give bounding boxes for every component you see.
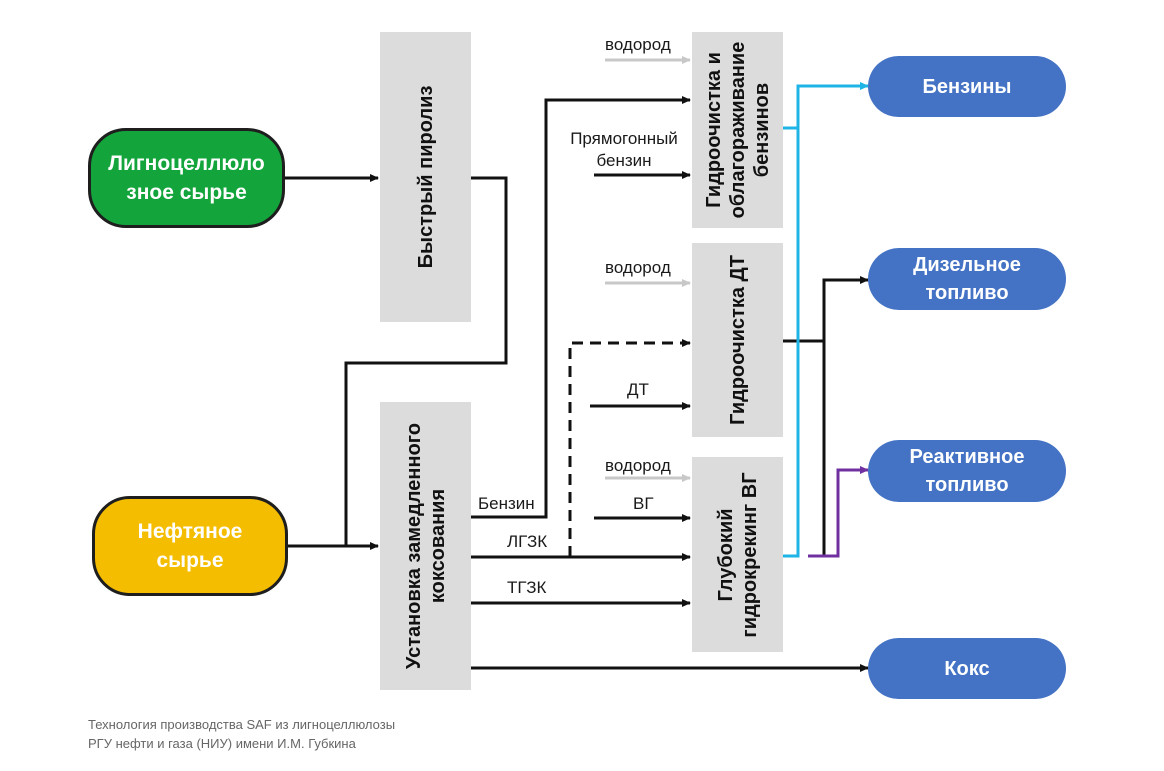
diesel-hydro-block: Гидроочистка ДТ	[692, 243, 783, 437]
dt-label: ДТ	[627, 380, 649, 399]
benzin-label: Бензин	[478, 494, 535, 513]
diesel-product: Дизельное топливо	[868, 248, 1066, 310]
benzin-to-gasoline-hydro-arrow	[471, 96, 691, 519]
coking-label: Установка замедленного коксования	[402, 422, 449, 670]
gasoline-output-line	[783, 82, 869, 130]
figure-caption-line-1: Технология производства SAF из лигноцелл…	[88, 717, 396, 732]
figure-caption-line-2: РГУ нефти и газа (НИУ) имени И.М. Губкин…	[88, 736, 356, 751]
lgzk-label: ЛГЗК	[507, 532, 548, 551]
hydrogen-label-1: водород	[605, 35, 671, 54]
lignocellulose-source: Лигноцеллюло зное сырье	[88, 128, 285, 228]
pyrolysis-block: Быстрый пиролиз	[380, 32, 471, 322]
jet-output-line	[808, 466, 869, 558]
lignocellulose-label: Лигноцеллюло зное сырье	[108, 152, 265, 204]
hydrocracking-label: Глубокий гидрокрекинг ВГ	[714, 471, 761, 638]
gasolines-product: Бензины	[868, 56, 1066, 117]
tgzk-label: ТГЗК	[507, 578, 547, 597]
lgzk-dashed-arrow	[568, 339, 691, 557]
gasolines-label: Бензины	[922, 75, 1012, 98]
hydrocracking-gasoline-line	[783, 128, 800, 558]
coking-block: Установка замедленного коксования	[380, 402, 471, 690]
jet-fuel-product: Реактивное топливо	[868, 440, 1066, 502]
diesel-label: Дизельное топливо	[913, 254, 1021, 304]
gasoline-hydro-block: Гидроочистка и облагораживание бензинов	[692, 32, 783, 228]
vg-label: ВГ	[633, 494, 654, 513]
diesel-hydro-label: Гидроочистка ДТ	[726, 255, 749, 425]
petroleum-label: Нефтяное сырье	[137, 520, 243, 572]
pyrolysis-to-coking-line	[344, 176, 508, 546]
hydrogen-label-3: водород	[605, 456, 671, 475]
hydrocracking-block: Глубокий гидрокрекинг ВГ	[692, 457, 783, 652]
hydrogen-label-2: водород	[605, 258, 671, 277]
coke-label: Кокс	[944, 657, 990, 680]
pyrolysis-label: Быстрый пиролиз	[414, 85, 437, 269]
gasoline-hydro-label: Гидроочистка и облагораживание бензинов	[702, 41, 773, 219]
jet-fuel-label: Реактивное топливо	[909, 446, 1025, 496]
coke-product: Кокс	[868, 638, 1066, 699]
petroleum-source: Нефтяное сырье	[92, 496, 288, 596]
straight-run-label: Прямогонный бензин	[570, 129, 678, 170]
